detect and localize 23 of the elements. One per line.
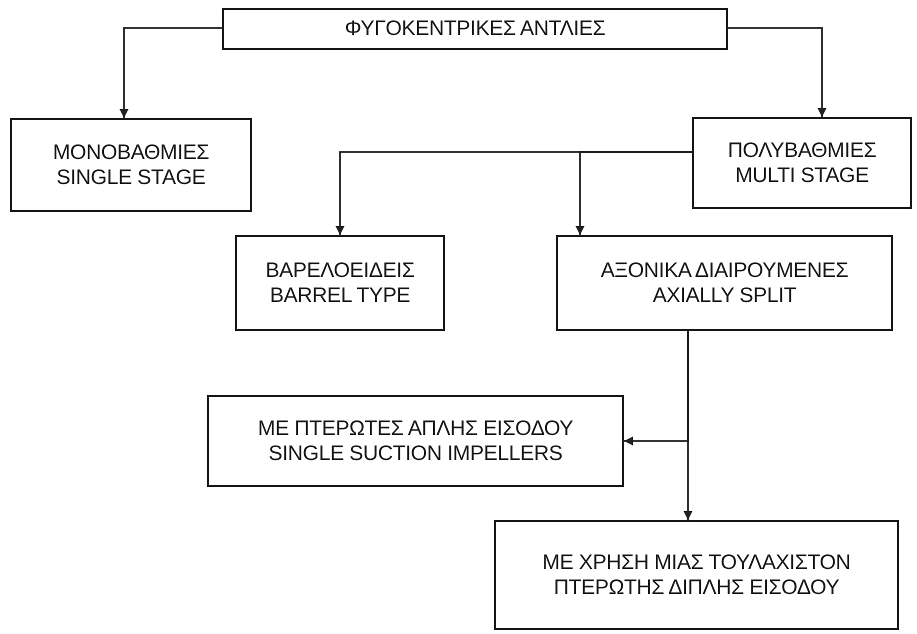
- box-label: MULTI STAGE: [735, 163, 869, 188]
- arrow: [728, 27, 826, 117]
- arrow: [684, 331, 692, 520]
- box-label: ΒΑΡΕΛΟΕΙΔΕΙΣ: [265, 258, 415, 283]
- category-box: [556, 235, 893, 331]
- category-box: [10, 118, 252, 212]
- category-box: [207, 395, 624, 487]
- category-box: [235, 235, 445, 331]
- category-box: [222, 8, 728, 50]
- arrow: [120, 27, 222, 118]
- box-label: ΦΥΓΟΚΕΝΤΡΙΚΕΣ ΑΝΤΛΙΕΣ: [344, 16, 606, 42]
- box-label: ΠΟΛΥΒΑΘΜΙΕΣ: [728, 138, 876, 163]
- box-label: ΜΕ ΧΡΗΣΗ ΜΙΑΣ ΤΟΥΛΑΧΙΣΤΟΝ ΠΤΕΡΩΤΗΣ ΔΙΠΛΗΣ ΕΙΣΟΔΟΥ: [541, 550, 852, 600]
- box-label: BARREL TYPE: [270, 283, 410, 308]
- box-label: SINGLE STAGE: [56, 165, 206, 190]
- box-label: AXIALLY SPLIT: [652, 283, 796, 308]
- box-label: ΜΕ ΠΤΕΡΩΤΕΣ ΑΠΛΗΣ ΕΙΣΟΔΟΥ: [258, 416, 574, 441]
- category-box: [494, 520, 899, 630]
- box-label: SINGLE SUCTION IMPELLERS: [268, 441, 562, 466]
- box-label: ΜΟΝΟΒΑΘΜΙΕΣ: [52, 140, 210, 165]
- box-label: ΑΞΟΝΙΚΑ ΔΙΑΙΡΟΥΜΕΝΕΣ: [600, 258, 848, 283]
- arrow: [576, 151, 692, 235]
- category-box: [692, 117, 912, 209]
